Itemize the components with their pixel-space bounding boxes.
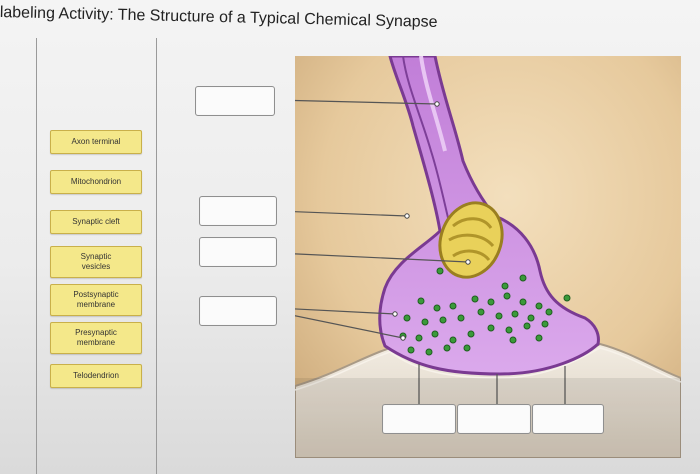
panel-divider-right [156, 38, 157, 474]
panel-divider-left [36, 38, 37, 474]
mitochondrion-illustration [438, 201, 504, 279]
drop-box-mitochondrion[interactable] [199, 237, 277, 267]
synaptic-vesicles-illustration [399, 267, 571, 356]
drop-box-vesicles[interactable] [199, 296, 277, 326]
axon-stripe [402, 56, 451, 227]
leader-line-dots [392, 101, 471, 341]
label-chip-axon-terminal[interactable]: Axon terminal [50, 130, 142, 154]
synapse-illustration [295, 56, 681, 458]
leader-lines [295, 99, 566, 406]
label-chip-synaptic-cleft[interactable]: Synaptic cleft [50, 210, 142, 234]
drop-box-bottom-right[interactable] [532, 404, 604, 434]
drop-box-bottom-left[interactable] [382, 404, 456, 434]
axon-stripe [419, 56, 447, 152]
label-chip-postsynaptic-membrane[interactable]: Postsynaptic membrane [50, 284, 142, 316]
label-chip-text: Mitochondrion [70, 177, 122, 186]
drop-box-terminal[interactable] [199, 196, 277, 226]
label-chip-text: Synaptic cleft [72, 217, 120, 226]
postsynaptic-membrane-highlight [295, 347, 681, 391]
label-chip-text: Axon terminal [71, 137, 121, 146]
label-chip-text: Postsynaptic membrane [73, 290, 119, 309]
drop-box-axon[interactable] [195, 86, 275, 116]
label-chip-text: Presynaptic membrane [75, 328, 117, 347]
label-chip-telodendrion[interactable]: Telodendrion [50, 364, 142, 388]
drop-box-bottom-middle[interactable] [457, 404, 531, 434]
label-chip-text: Telodendrion [73, 371, 119, 380]
label-chip-presynaptic-membrane[interactable]: Presynaptic membrane [50, 322, 142, 354]
label-chip-synaptic-vesicles[interactable]: Synaptic vesicles [50, 246, 142, 278]
label-chip-text: Synaptic vesicles [80, 252, 112, 271]
label-chip-mitochondrion[interactable]: Mitochondrion [50, 170, 142, 194]
page-title: labeling Activity: The Structure of a Ty… [0, 4, 438, 31]
